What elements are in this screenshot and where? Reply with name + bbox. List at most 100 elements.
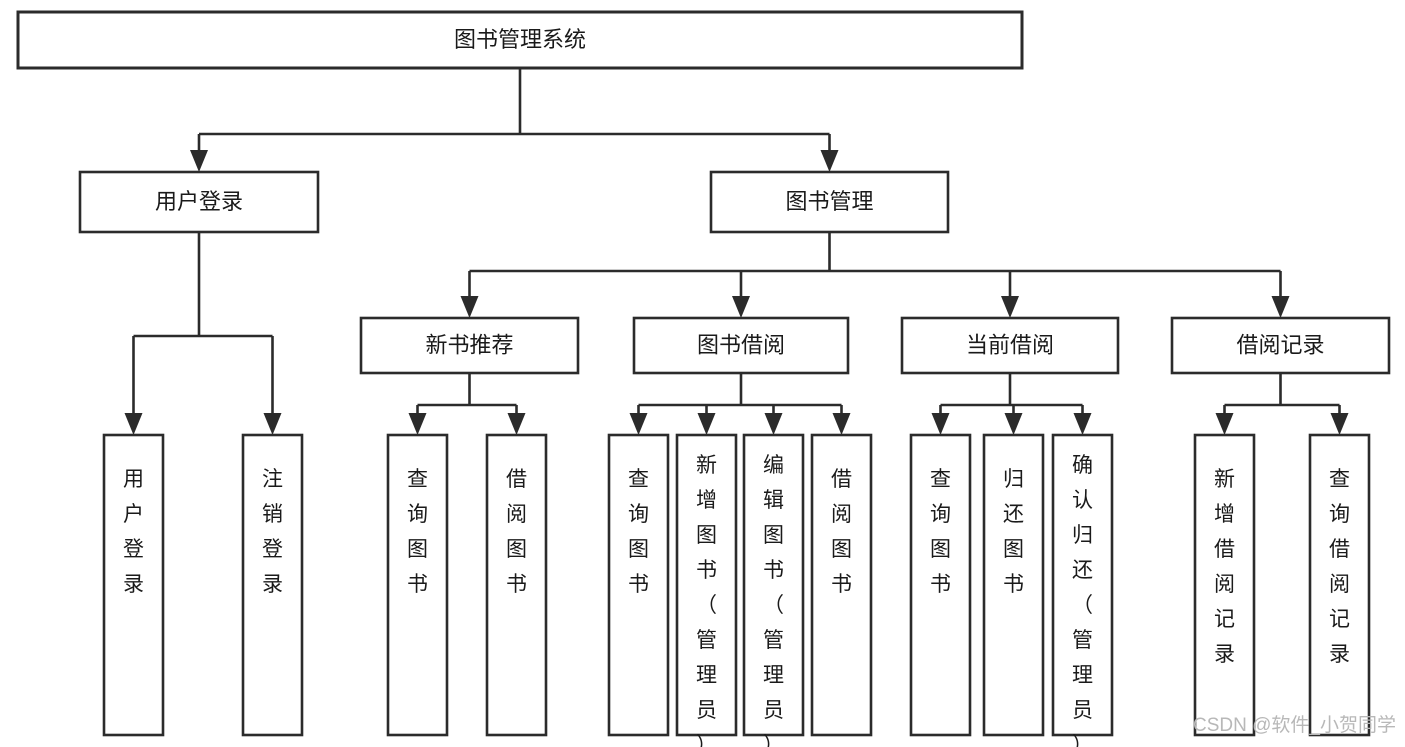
node-user-login[interactable]: 用户登录 bbox=[78, 170, 320, 234]
node-box[interactable] bbox=[1193, 433, 1256, 737]
node-label-char: ） bbox=[696, 734, 717, 747]
arrow-head-icon bbox=[931, 413, 950, 435]
node-label-char: 认 bbox=[1072, 489, 1093, 512]
node-label-char: 管 bbox=[696, 629, 717, 652]
node-label-char: 书 bbox=[930, 573, 951, 596]
node-box[interactable] bbox=[742, 433, 805, 737]
node-label-char: 查 bbox=[628, 468, 649, 491]
node-label-char: 阅 bbox=[831, 503, 852, 526]
node-box[interactable] bbox=[982, 433, 1045, 737]
node-box[interactable] bbox=[485, 433, 548, 737]
node-label: 图书管理 bbox=[785, 189, 873, 214]
node-label-char: 录 bbox=[123, 573, 144, 596]
node-box[interactable] bbox=[1308, 433, 1371, 737]
node-book-manage[interactable]: 图书管理 bbox=[709, 170, 950, 234]
node-label: 当前借阅 bbox=[966, 332, 1054, 357]
arrow-head-icon bbox=[629, 413, 648, 435]
node-box[interactable] bbox=[16, 10, 1024, 70]
arrow-head-icon bbox=[124, 413, 143, 435]
node-label-char: 借 bbox=[1329, 538, 1350, 561]
arrow-head-icon bbox=[408, 413, 427, 435]
node-label-char: 询 bbox=[1329, 503, 1350, 526]
node-label-char: 阅 bbox=[1214, 573, 1235, 596]
node-box[interactable] bbox=[810, 433, 873, 737]
node-label-char: 图 bbox=[930, 538, 951, 561]
node-new-book-recommend[interactable]: 新书推荐 bbox=[359, 316, 580, 375]
node-label-char: （ bbox=[763, 594, 784, 617]
node-label-char: （ bbox=[1072, 594, 1093, 617]
connector-group-book-borrow bbox=[629, 373, 851, 435]
node-current-borrow[interactable]: 当前借阅 bbox=[900, 316, 1120, 375]
node-label-char: 借 bbox=[831, 468, 852, 491]
node-label-char: 查 bbox=[1329, 468, 1350, 491]
node-label-char: 借 bbox=[1214, 538, 1235, 561]
node-label-char: 图 bbox=[1003, 538, 1024, 561]
node-box[interactable] bbox=[78, 170, 320, 234]
arrow-head-icon bbox=[1004, 413, 1023, 435]
arrow-head-icon bbox=[832, 413, 851, 435]
node-label: 借阅记录 bbox=[1236, 332, 1324, 357]
node-box[interactable] bbox=[909, 433, 972, 737]
node-label-char: 书 bbox=[831, 573, 852, 596]
node-box[interactable] bbox=[709, 170, 950, 234]
node-label-char: 书 bbox=[763, 559, 784, 582]
node-box[interactable] bbox=[900, 316, 1120, 375]
node-box[interactable] bbox=[1170, 316, 1391, 375]
node-label-char: 新 bbox=[696, 454, 717, 477]
node-label-char: 理 bbox=[1072, 664, 1093, 687]
connector-group-borrow-record bbox=[1215, 373, 1349, 435]
node-label-char: 辑 bbox=[763, 489, 784, 512]
node-label-char: 询 bbox=[930, 503, 951, 526]
node-box[interactable] bbox=[607, 433, 670, 737]
node-box[interactable] bbox=[359, 316, 580, 375]
node-box[interactable] bbox=[675, 433, 738, 737]
node-label-char: 阅 bbox=[506, 503, 527, 526]
connector-group-book-manage bbox=[460, 232, 1290, 318]
arrow-head-icon bbox=[263, 413, 282, 435]
node-label-char: （ bbox=[696, 594, 717, 617]
arrow-head-icon bbox=[1215, 413, 1234, 435]
node-label-char: 查 bbox=[930, 468, 951, 491]
node-label-char: 员 bbox=[763, 699, 784, 722]
node-box[interactable] bbox=[102, 433, 165, 737]
node-label-char: 书 bbox=[506, 573, 527, 596]
arrow-head-icon bbox=[1271, 296, 1290, 318]
arrow-head-icon bbox=[764, 413, 783, 435]
node-label-char: 还 bbox=[1003, 503, 1024, 526]
node-box[interactable] bbox=[632, 316, 850, 375]
node-root[interactable]: 图书管理系统 bbox=[16, 10, 1024, 70]
node-label-char: 图 bbox=[407, 538, 428, 561]
node-label-char: 用 bbox=[123, 468, 144, 491]
node-box[interactable] bbox=[241, 433, 304, 737]
connector-group-user-login bbox=[124, 232, 282, 435]
arrow-head-icon bbox=[1001, 296, 1019, 318]
node-box[interactable] bbox=[1051, 433, 1114, 737]
node-label-char: 图 bbox=[696, 524, 717, 547]
node-label: 图书借阅 bbox=[697, 332, 785, 357]
node-borrow-record[interactable]: 借阅记录 bbox=[1170, 316, 1391, 375]
node-leaf-user-login[interactable]: 用户登录 bbox=[102, 433, 165, 737]
node-label-char: 归 bbox=[1003, 468, 1024, 491]
arrow-head-icon bbox=[1073, 413, 1092, 435]
node-label-char: 员 bbox=[1072, 699, 1093, 722]
node-layer: 图书管理系统用户登录图书管理新书推荐图书借阅当前借阅借阅记录用户登录注销登录查询… bbox=[16, 10, 1391, 747]
node-box[interactable] bbox=[386, 433, 449, 737]
node-label-char: 管 bbox=[1072, 629, 1093, 652]
node-label-char: ） bbox=[763, 734, 784, 747]
node-label-char: 还 bbox=[1072, 559, 1093, 582]
node-book-borrow[interactable]: 图书借阅 bbox=[632, 316, 850, 375]
